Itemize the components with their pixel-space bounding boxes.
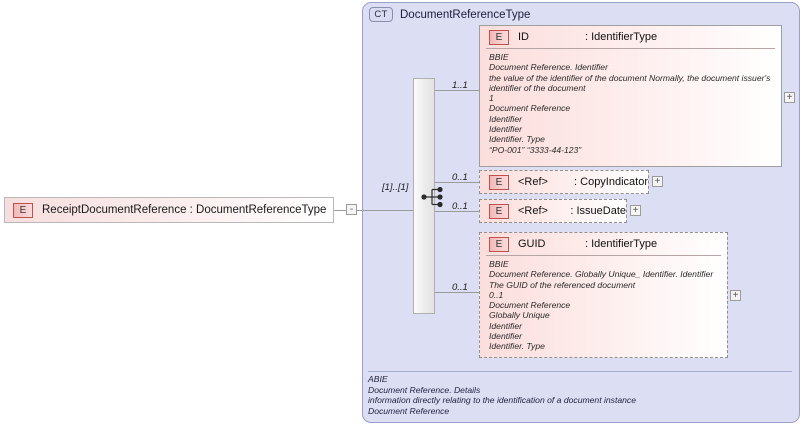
doc-line: Document Reference bbox=[489, 103, 571, 114]
footer-separator bbox=[368, 371, 792, 372]
doc-line: Document Reference bbox=[368, 405, 450, 416]
element-box-guid[interactable]: E GUID : IdentifierType BBIE Document Re… bbox=[479, 232, 728, 358]
doc-line: Identifier bbox=[489, 113, 522, 124]
expand-toggle-issuedate[interactable]: + bbox=[630, 205, 641, 216]
cardinality-guid: 0..1 bbox=[452, 282, 468, 293]
doc-line: the value of the identifier of the docum… bbox=[489, 72, 771, 83]
expand-toggle-guid[interactable]: + bbox=[730, 290, 741, 301]
doc-line: The GUID of the referenced document bbox=[489, 279, 636, 290]
complextype-title: DocumentReferenceType bbox=[400, 8, 531, 21]
root-element-label: ReceiptDocumentReference : DocumentRefer… bbox=[42, 204, 327, 216]
connector-branch-copyindicator bbox=[435, 182, 479, 183]
doc-line: BBIE bbox=[489, 52, 509, 62]
root-collapse-toggle[interactable]: - bbox=[346, 204, 357, 215]
element-header-separator bbox=[486, 48, 775, 49]
doc-line: Document Reference. Identifier bbox=[489, 62, 608, 73]
element-box-id[interactable]: E ID : IdentifierType BBIE Document Refe… bbox=[479, 25, 782, 167]
element-badge-E-icon: E bbox=[489, 236, 509, 252]
doc-line: Document Reference bbox=[489, 300, 571, 311]
element-name-issuedate: <Ref> bbox=[518, 205, 548, 217]
root-element-box[interactable]: E ReceiptDocumentReference : DocumentRef… bbox=[4, 197, 334, 223]
doc-line: Identifier bbox=[489, 331, 522, 342]
element-documentation-guid: BBIE Document Reference. Globally Unique… bbox=[480, 256, 727, 356]
element-header-separator bbox=[486, 255, 721, 256]
doc-line: Identifier bbox=[489, 320, 522, 331]
element-badge-E-icon: E bbox=[489, 174, 509, 190]
element-badge-E-icon: E bbox=[489, 203, 509, 219]
cardinality-copyindicator: 0..1 bbox=[452, 172, 468, 183]
element-badge-E-icon: E bbox=[13, 202, 33, 218]
connector-branch-guid bbox=[435, 292, 479, 293]
cardinality-issuedate: 0..1 bbox=[452, 201, 468, 212]
connector-branch-id bbox=[435, 90, 479, 91]
connector-toggle-to-panel bbox=[357, 210, 363, 211]
element-header-id: E ID : IdentifierType bbox=[480, 26, 781, 48]
doc-line: identifier of the document bbox=[489, 82, 586, 93]
connector-panel-to-compositor bbox=[363, 210, 413, 211]
element-box-issuedate[interactable]: E <Ref> : IssueDate bbox=[479, 199, 627, 223]
element-type-issuedate: : IssueDate bbox=[570, 205, 626, 217]
doc-line: Document Reference. Globally Unique_ Ide… bbox=[489, 269, 714, 280]
element-type-id: : IdentifierType bbox=[585, 31, 658, 43]
element-name-id: ID bbox=[518, 31, 529, 43]
element-header-guid: E GUID : IdentifierType bbox=[480, 233, 727, 255]
expand-toggle-copyindicator[interactable]: + bbox=[652, 176, 663, 187]
sequence-icon bbox=[421, 186, 447, 213]
doc-line: “PO-001” “3333-44-123” bbox=[489, 144, 582, 155]
connector-branch-issuedate bbox=[435, 211, 479, 212]
connector-root-to-toggle bbox=[334, 210, 346, 211]
doc-line: Document Reference. Details bbox=[368, 384, 481, 395]
doc-line: Globally Unique bbox=[489, 310, 550, 321]
complextype-title-row: CT DocumentReferenceType bbox=[369, 7, 530, 22]
doc-line: BBIE bbox=[489, 259, 509, 269]
cardinality-id: 1..1 bbox=[452, 80, 468, 91]
doc-line: ABIE bbox=[368, 374, 388, 384]
doc-line: information directly relating to the ide… bbox=[368, 395, 636, 406]
element-type-copyindicator: : CopyIndicator bbox=[574, 176, 648, 188]
expand-toggle-id[interactable]: + bbox=[784, 92, 795, 103]
doc-line: 0..1 bbox=[489, 289, 504, 300]
element-box-copyindicator[interactable]: E <Ref> : CopyIndicator bbox=[479, 170, 649, 194]
element-name-guid: GUID bbox=[518, 238, 546, 250]
doc-line: Identifier bbox=[489, 124, 522, 135]
doc-line: Identifier. Type bbox=[489, 134, 545, 145]
element-type-guid: : IdentifierType bbox=[585, 238, 658, 250]
complextype-documentation: ABIE Document Reference. Details informa… bbox=[368, 374, 636, 416]
element-badge-E-icon: E bbox=[489, 29, 509, 45]
doc-line: 1 bbox=[489, 93, 494, 104]
compositor-cardinality: [1]..[1] bbox=[382, 182, 409, 193]
element-name-copyindicator: <Ref> bbox=[518, 176, 548, 188]
element-documentation-id: BBIE Document Reference. Identifier the … bbox=[480, 49, 781, 159]
doc-line: Identifier. Type bbox=[489, 341, 545, 352]
complextype-badge-CT-icon: CT bbox=[369, 7, 393, 22]
